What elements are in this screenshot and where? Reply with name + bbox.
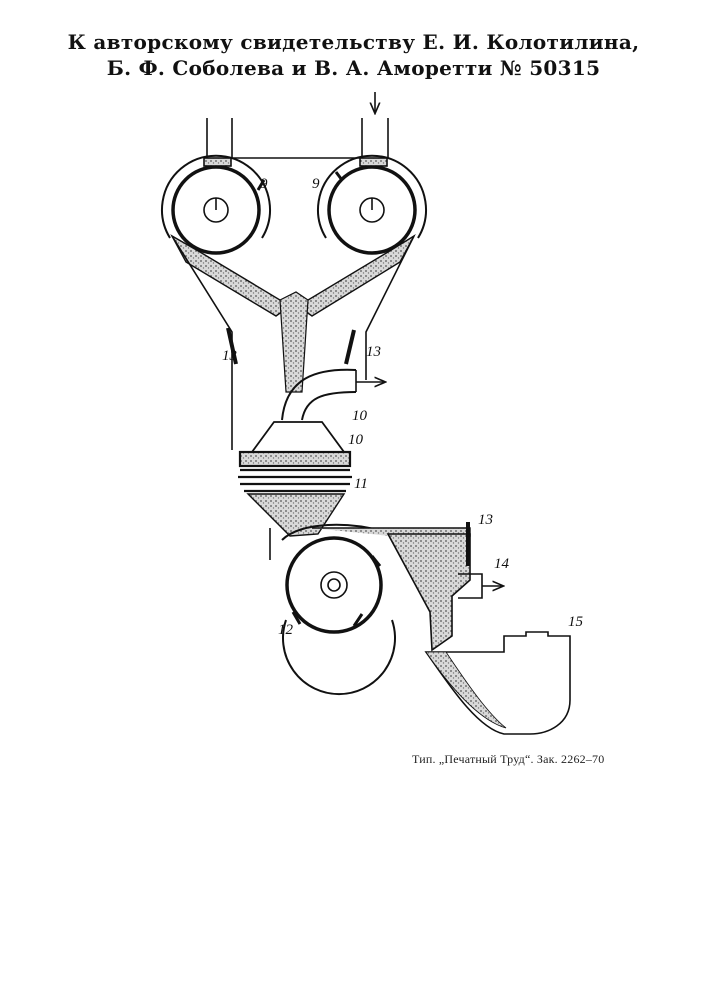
label-drum-left: 9 bbox=[260, 176, 268, 192]
label-bellows: 11 bbox=[354, 476, 368, 492]
feed-pipe-right bbox=[362, 92, 388, 158]
collection-bin bbox=[426, 632, 570, 734]
label-magnet-right: 13 bbox=[366, 344, 381, 360]
drum-left bbox=[162, 156, 270, 253]
label-drum-bottom: 12 bbox=[278, 622, 294, 638]
feed-pipe-left bbox=[207, 118, 232, 158]
drum-bottom bbox=[282, 525, 395, 694]
printer-imprint: Тип. „Печатный Труд“. Зак. 2262–70 bbox=[412, 752, 604, 767]
label-funnel: 10 bbox=[348, 432, 364, 448]
label-outlet: 14 bbox=[494, 556, 510, 572]
magnet-right bbox=[346, 330, 354, 364]
label-drum-right: 9 bbox=[312, 176, 320, 192]
label-magnet-left: 13 bbox=[222, 348, 237, 364]
label-hopper: 15 bbox=[568, 614, 584, 630]
label-magnet-bottom: 13 bbox=[478, 512, 493, 528]
label-pipe: 10 bbox=[352, 408, 368, 424]
bellows bbox=[238, 452, 352, 491]
